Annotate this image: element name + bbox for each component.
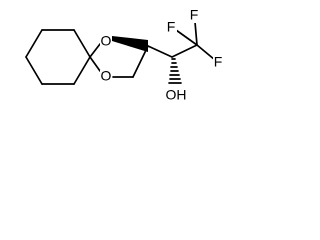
- fluorine-label-right: F: [214, 54, 223, 70]
- chemical-structure: O O F F F OH: [25, 7, 224, 103]
- hashed-wedge-bond: [168, 58, 182, 84]
- bond-stereocenter-carbinol: [147, 45, 173, 58]
- stereo-wedge-bond: [112, 36, 148, 52]
- bond-c-f-right: [196, 44, 216, 61]
- label-bg-f-right: [213, 56, 224, 70]
- label-bg-f-left: [166, 21, 177, 35]
- label-bg-oh: [165, 89, 187, 103]
- bond-cyclohexane-6: [25, 29, 43, 58]
- fluorine-label-left: F: [167, 19, 176, 35]
- oxygen-label-top: O: [101, 33, 112, 49]
- bond-spiro-o-bottom: [89, 56, 101, 72]
- bond-spiro-o-top: [89, 43, 101, 58]
- atom-labels: O O F F F OH: [100, 7, 224, 103]
- bond-cyclohexane-3: [73, 56, 91, 85]
- label-bg-f-top: [189, 9, 200, 23]
- hydroxyl-label: OH: [166, 87, 187, 103]
- trifluoromethyl-group: [171, 21, 216, 61]
- cyclohexane-ring: [25, 29, 91, 85]
- bond-c-f-left: [175, 29, 198, 46]
- fluorine-label-top: F: [190, 7, 199, 23]
- bond-cyclohexane-2: [73, 29, 91, 58]
- bond-carbinol-cf3: [171, 44, 198, 58]
- bond-c-f-top: [194, 21, 198, 46]
- bond-cyclohexane-5: [25, 56, 43, 85]
- oxygen-label-bottom: O: [101, 68, 112, 84]
- label-bg-o-top: [100, 35, 112, 49]
- label-bg-o-bottom: [100, 70, 112, 84]
